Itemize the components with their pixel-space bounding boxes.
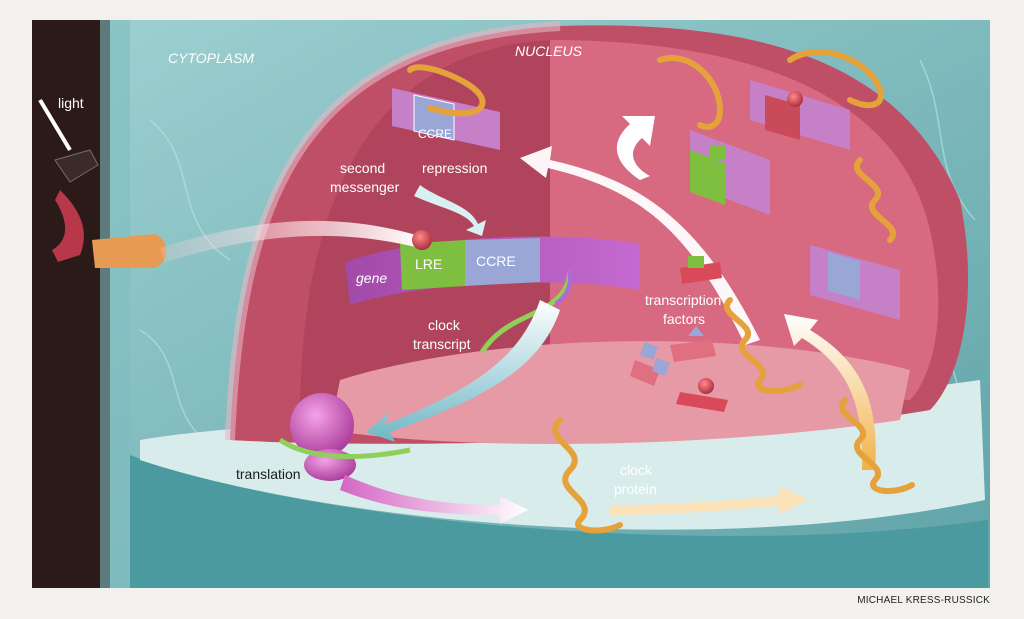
light-beam	[38, 98, 72, 152]
light-source	[54, 149, 99, 183]
ccre-segment	[465, 238, 540, 286]
upper-ccre-segment	[413, 94, 455, 141]
transcription-factor-shapes	[630, 91, 803, 412]
transcription-factors-label-line1: transcription	[645, 292, 721, 308]
nucleus-label: NUCLEUS	[515, 43, 583, 59]
gene-label: gene	[356, 270, 387, 286]
nuclear-envelope-rim	[225, 21, 561, 441]
ribosome-large-subunit	[290, 393, 354, 457]
clock-protein-label-line2: protein	[614, 481, 657, 497]
lower-cytoplasm	[130, 455, 988, 588]
cell-wall	[32, 20, 110, 588]
repression-label: repression	[422, 160, 487, 176]
second-messenger-label-line2: messenger	[330, 179, 400, 195]
clock-transcript-label-line1: clock	[428, 317, 461, 333]
ccre-label: CCRE	[476, 253, 516, 269]
translation-arrow	[340, 475, 528, 524]
upper-ccre-label: CCRE	[418, 127, 452, 141]
lre-segment	[400, 240, 465, 290]
repression-arrow	[414, 185, 486, 236]
second-messenger-molecule	[412, 230, 432, 250]
second-messenger-label-line1: second	[340, 160, 385, 176]
lre-label: LRE	[415, 256, 442, 272]
mrna-in-ribosome	[278, 437, 411, 460]
export-arrow-up	[616, 116, 655, 180]
clock-transcript-label-line2: transcript	[413, 336, 471, 352]
nucleus-floor	[330, 341, 910, 444]
photoreceptor	[52, 190, 84, 262]
export-arrow-left	[520, 146, 760, 345]
clock-transcript-strand	[479, 269, 573, 354]
clock-protein-label-line1: clock	[620, 462, 653, 478]
translation-label: translation	[236, 466, 301, 482]
clock-proteins	[407, 49, 915, 534]
transcription-factors-label-line2: factors	[663, 311, 705, 327]
cytoplasm-label: CYTOPLASM	[168, 50, 254, 66]
second-messenger-arrow	[160, 220, 420, 262]
nuclear-import-arrow	[784, 314, 876, 470]
light-label: light	[58, 95, 84, 111]
clock-transcript-strand-top	[554, 269, 573, 307]
cell-membrane	[100, 20, 130, 588]
clock-protein-arrow	[610, 486, 808, 515]
transcript-export-arrow	[366, 300, 560, 442]
receptor-protein	[92, 234, 167, 268]
illustrator-credit: MICHAEL KRESS-RUSSICK	[857, 595, 990, 606]
